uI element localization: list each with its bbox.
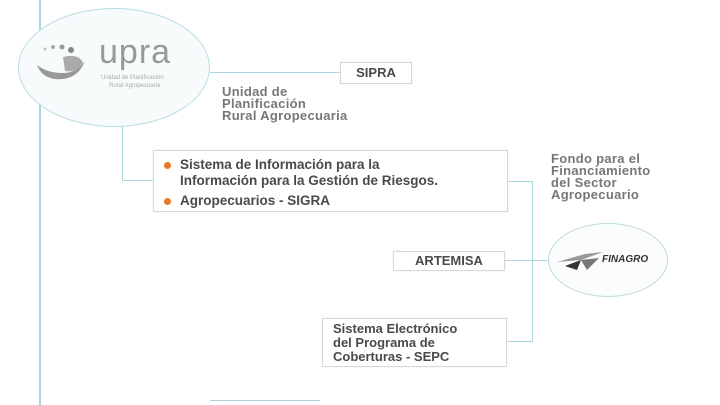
finagro-logo-text: FINAGRO [602, 254, 649, 265]
bullet-dot-icon [164, 198, 171, 205]
sigra-bullet-1: Sistema de Información para la Informaci… [164, 157, 507, 189]
sipra-box[interactable]: SIPRA [340, 62, 412, 84]
finagro-logo-circle: FINAGRO [548, 223, 668, 297]
main-vertical-line [39, 0, 41, 405]
finagro-arrow-icon [557, 252, 603, 270]
artemisa-connector [505, 260, 549, 261]
sepc-line: Sistema Electrónico [333, 321, 458, 336]
sepc-line: Coberturas - SEPC [333, 349, 450, 364]
sepc-line: del Programa de [333, 335, 435, 350]
upra-sigra-connector-v [122, 126, 123, 181]
upra-logo-subtitle-1: Unidad de Planificación [101, 75, 164, 81]
sigra-box[interactable]: Sistema de Información para la Informaci… [153, 150, 508, 212]
upra-hands-icon [37, 44, 85, 80]
sipra-label: SIPRA [356, 65, 396, 80]
sigra-bullet-text: Sistema de Información para la [180, 157, 380, 172]
finagro-description: Fondo para el Financiamiento del Sector … [551, 151, 651, 202]
finagro-description-line: Agropecuario [551, 187, 640, 202]
sigra-bullet-text: Información para la Gestión de Riesgos. [180, 173, 439, 188]
upra-sipra-connector [210, 72, 340, 73]
upra-logo-subtitle-2: Rural Agropecuaria [109, 83, 161, 89]
sepc-connector [507, 341, 533, 342]
artemisa-box[interactable]: ARTEMISA [393, 251, 505, 271]
upra-description-line: Rural Agropecuaria [222, 108, 348, 123]
sepc-box[interactable]: Sistema Electrónico del Programa de Cobe… [322, 318, 507, 367]
finagro-connector-top [508, 181, 532, 182]
upra-description-line: Unidad de [222, 84, 288, 99]
upra-sigra-connector-h [122, 180, 153, 181]
finagro-description-line: del Sector [551, 175, 617, 190]
artemisa-label: ARTEMISA [415, 253, 483, 268]
upra-description: Unidad de Planificación Rural Agropecuar… [222, 84, 348, 123]
sigra-bullet-2: Agropecuarios - SIGRA [164, 193, 507, 209]
bottom-line [210, 400, 320, 401]
bullet-dot-icon [164, 162, 171, 169]
sigra-bullet-text: Agropecuarios - SIGRA [180, 193, 331, 208]
finagro-description-line: Financiamiento [551, 163, 651, 178]
finagro-connector-v [532, 181, 533, 342]
upra-logo-circle: upra Unidad de Planificación Rural Agrop… [18, 8, 210, 127]
upra-description-line: Planificación [222, 96, 307, 111]
upra-logo-text: upra [99, 33, 172, 71]
finagro-description-line: Fondo para el [551, 151, 641, 166]
